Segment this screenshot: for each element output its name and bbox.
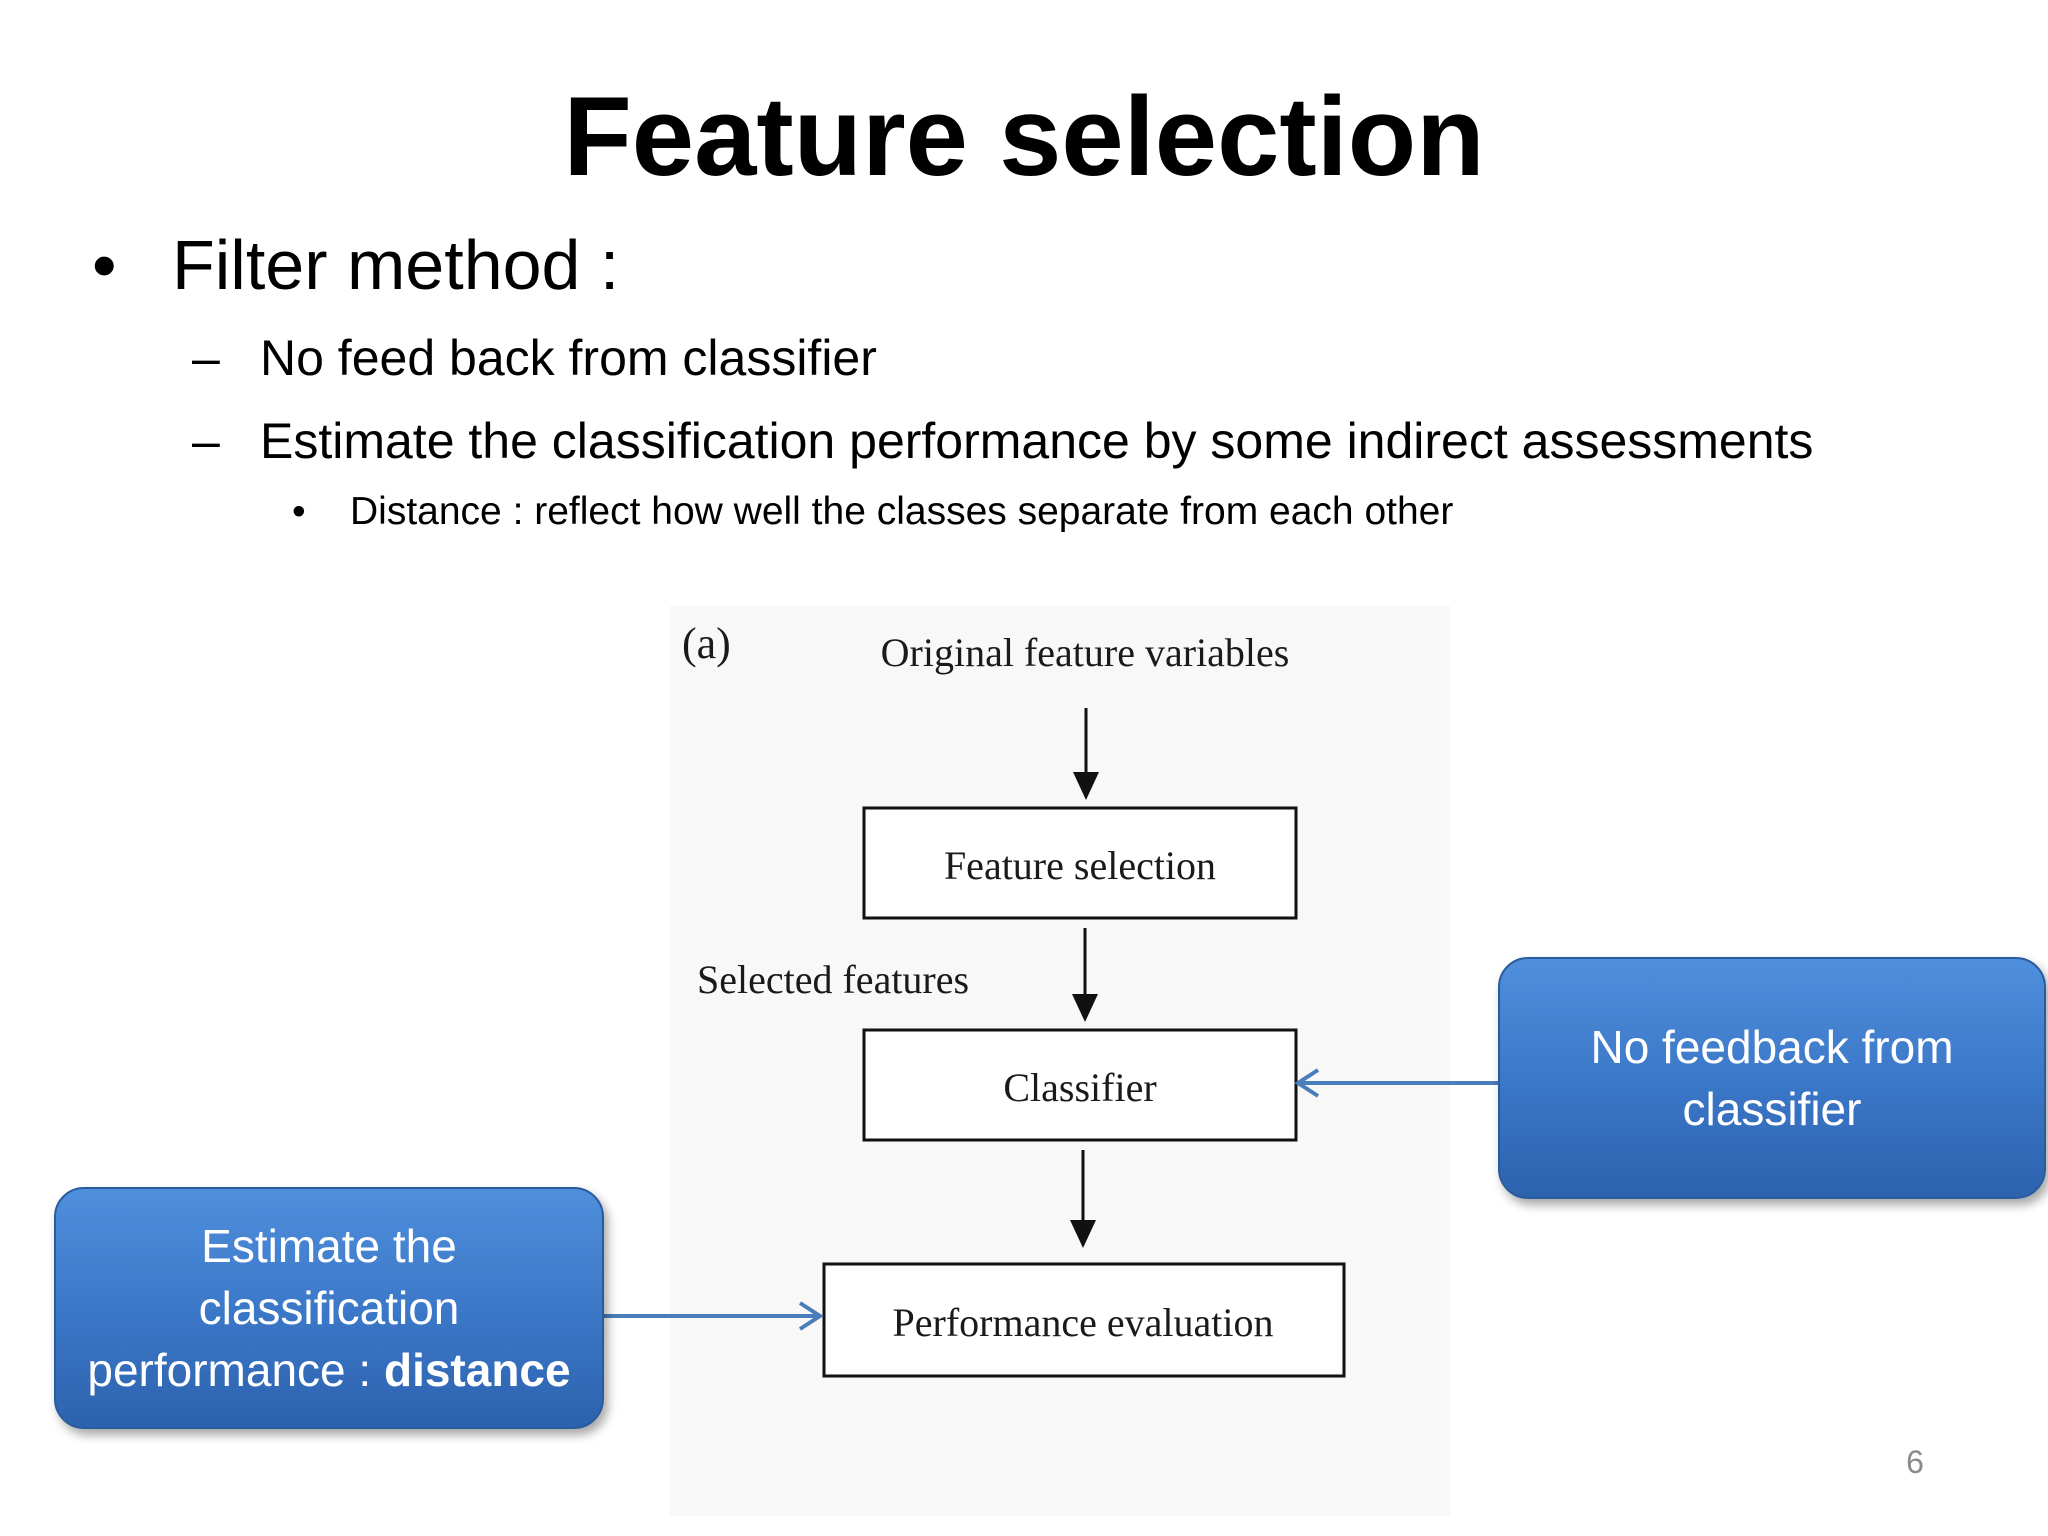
callout-estimate-distance: Estimate the classification performance …: [54, 1187, 604, 1429]
performance-evaluation-box-label: Performance evaluation: [893, 1300, 1274, 1345]
slide-title: Feature selection: [563, 74, 1485, 199]
sub-bullet-text: No feed back from classifier: [260, 330, 877, 386]
panel-label: (a): [682, 619, 731, 668]
sub-sub-bullet-text: Distance : reflect how well the classes …: [350, 490, 1454, 533]
feature-selection-box-label: Feature selection: [944, 843, 1216, 888]
bullet-marker: •: [92, 226, 117, 304]
callout-line: Estimate the: [201, 1220, 457, 1272]
classifier-box-label: Classifier: [1003, 1065, 1156, 1110]
sub-bullet-text: Estimate the classification performance …: [260, 413, 1814, 469]
dash-marker: –: [192, 413, 220, 469]
arrow-head: [1073, 772, 1099, 800]
bullet-marker: •: [292, 490, 306, 533]
input-label: Original feature variables: [881, 630, 1290, 675]
dash-marker: –: [192, 330, 220, 386]
callout-line: classifier: [1682, 1083, 1862, 1135]
arrow-head: [1070, 1220, 1096, 1248]
classifier-box: [862, 1028, 1298, 1142]
page-number: 6: [1906, 1444, 1924, 1480]
callout-arrow-right-head: [1294, 1068, 1320, 1098]
feature-selection-box: [862, 806, 1298, 920]
callout-line: performance : distance: [87, 1339, 570, 1401]
edge-label: Selected features: [697, 957, 969, 1002]
performance-evaluation-box: [822, 1262, 1346, 1378]
callout-line: classification: [198, 1282, 460, 1334]
callout-line: No feedback from: [1590, 1021, 1954, 1073]
callout-emphasis: distance: [383, 1344, 571, 1396]
bullet-text: Filter method :: [172, 226, 620, 304]
callout-no-feedback: No feedback from classifier: [1498, 957, 2046, 1199]
arrow-head: [1072, 994, 1098, 1022]
callout-text: performance :: [87, 1344, 384, 1396]
callout-arrow-left-head: [798, 1301, 824, 1331]
